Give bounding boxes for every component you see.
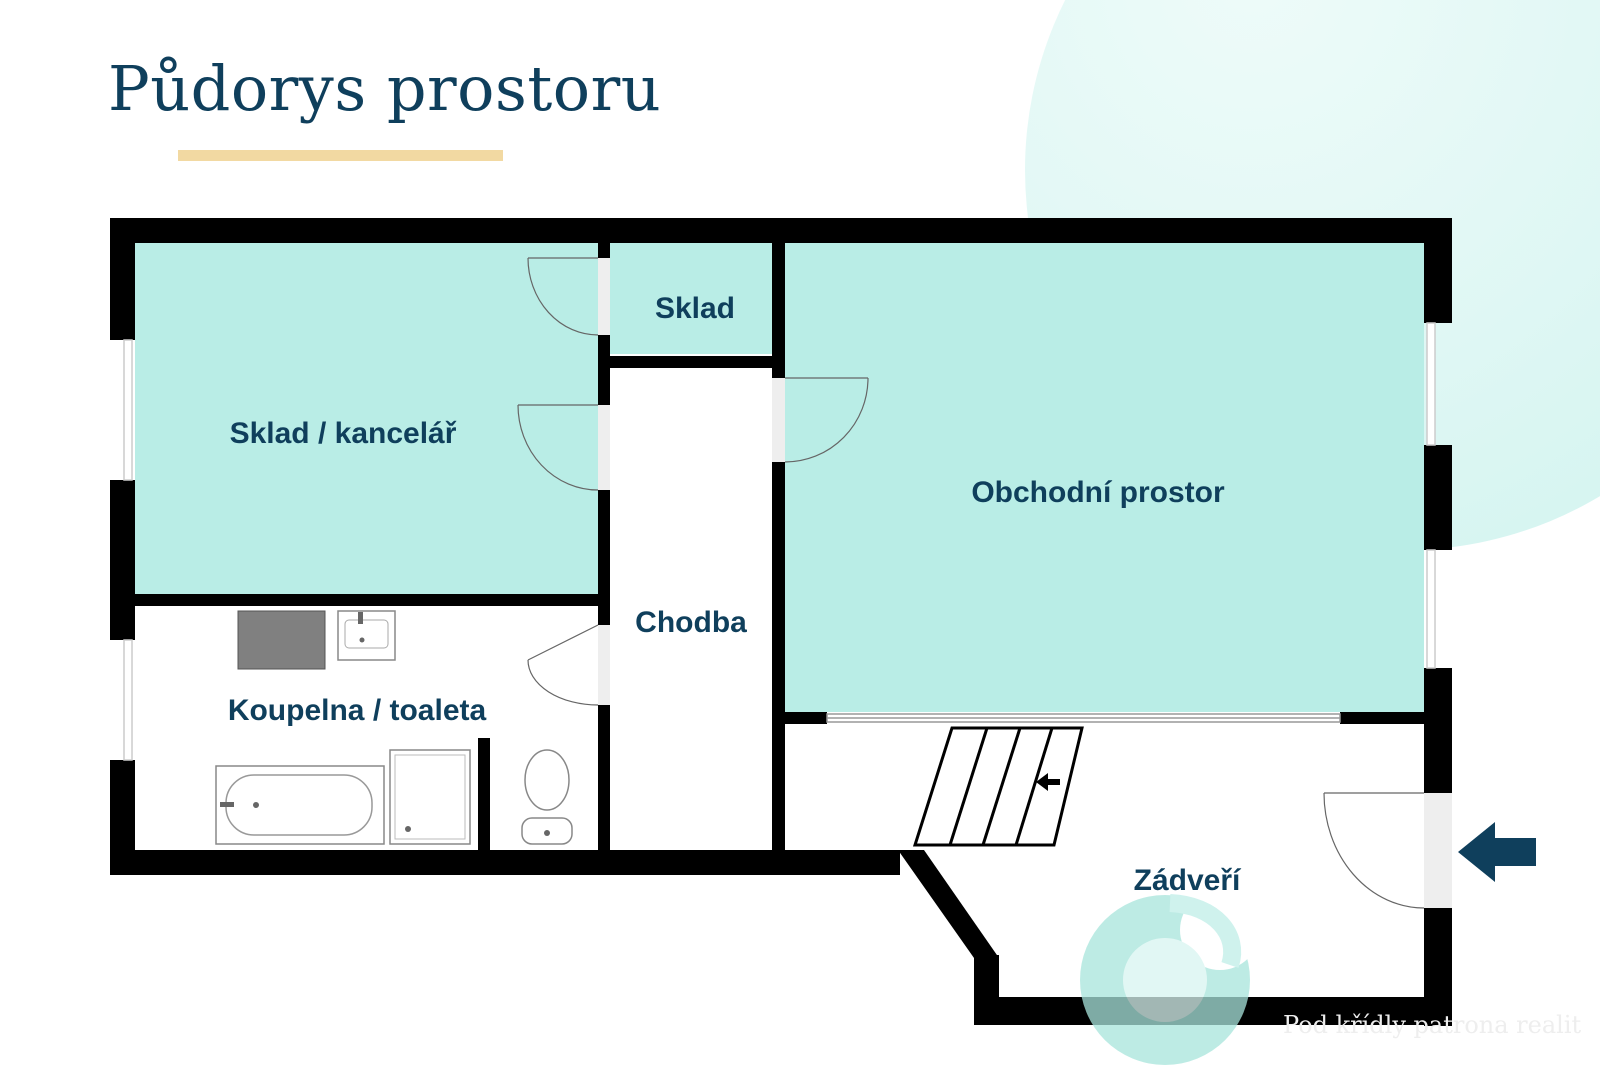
washing-machine xyxy=(237,610,326,670)
stairs-arrow-icon xyxy=(1036,773,1060,791)
watermark-text: Pod křídly patrona realit xyxy=(1283,1011,1582,1039)
sink xyxy=(337,610,396,661)
room-label-chodba: Chodba xyxy=(635,606,747,639)
page-title: Půdorys prostoru xyxy=(108,52,662,125)
logo-icon xyxy=(1080,890,1260,1065)
door-thresholds xyxy=(598,258,1452,908)
shower xyxy=(389,749,471,845)
room-label-sklad: Sklad xyxy=(655,292,735,325)
room-label-zadveri: Zádveří xyxy=(1134,864,1242,897)
room-label-koupelna-toaleta: Koupelna / toaleta xyxy=(228,694,487,727)
room-label-obchodni-prostor: Obchodní prostor xyxy=(971,476,1225,509)
bathtub xyxy=(215,765,385,845)
bathroom-fixtures xyxy=(215,610,573,845)
door-swings xyxy=(517,257,1425,909)
room-fill-sklad-kancelar xyxy=(135,242,598,594)
stairs xyxy=(912,726,1084,847)
walls xyxy=(110,218,1452,1026)
room-label-sklad-kancelar: Sklad / kancelář xyxy=(230,417,457,450)
room-fill-obchodni-prostor xyxy=(784,242,1424,712)
room-fill-sklad xyxy=(607,242,772,354)
entry-arrow-icon xyxy=(1458,822,1536,882)
toilet xyxy=(521,749,573,845)
windows xyxy=(123,322,1436,761)
interior-walls xyxy=(135,243,1424,850)
title-underline xyxy=(178,150,503,161)
sliding-partition xyxy=(826,713,1341,723)
